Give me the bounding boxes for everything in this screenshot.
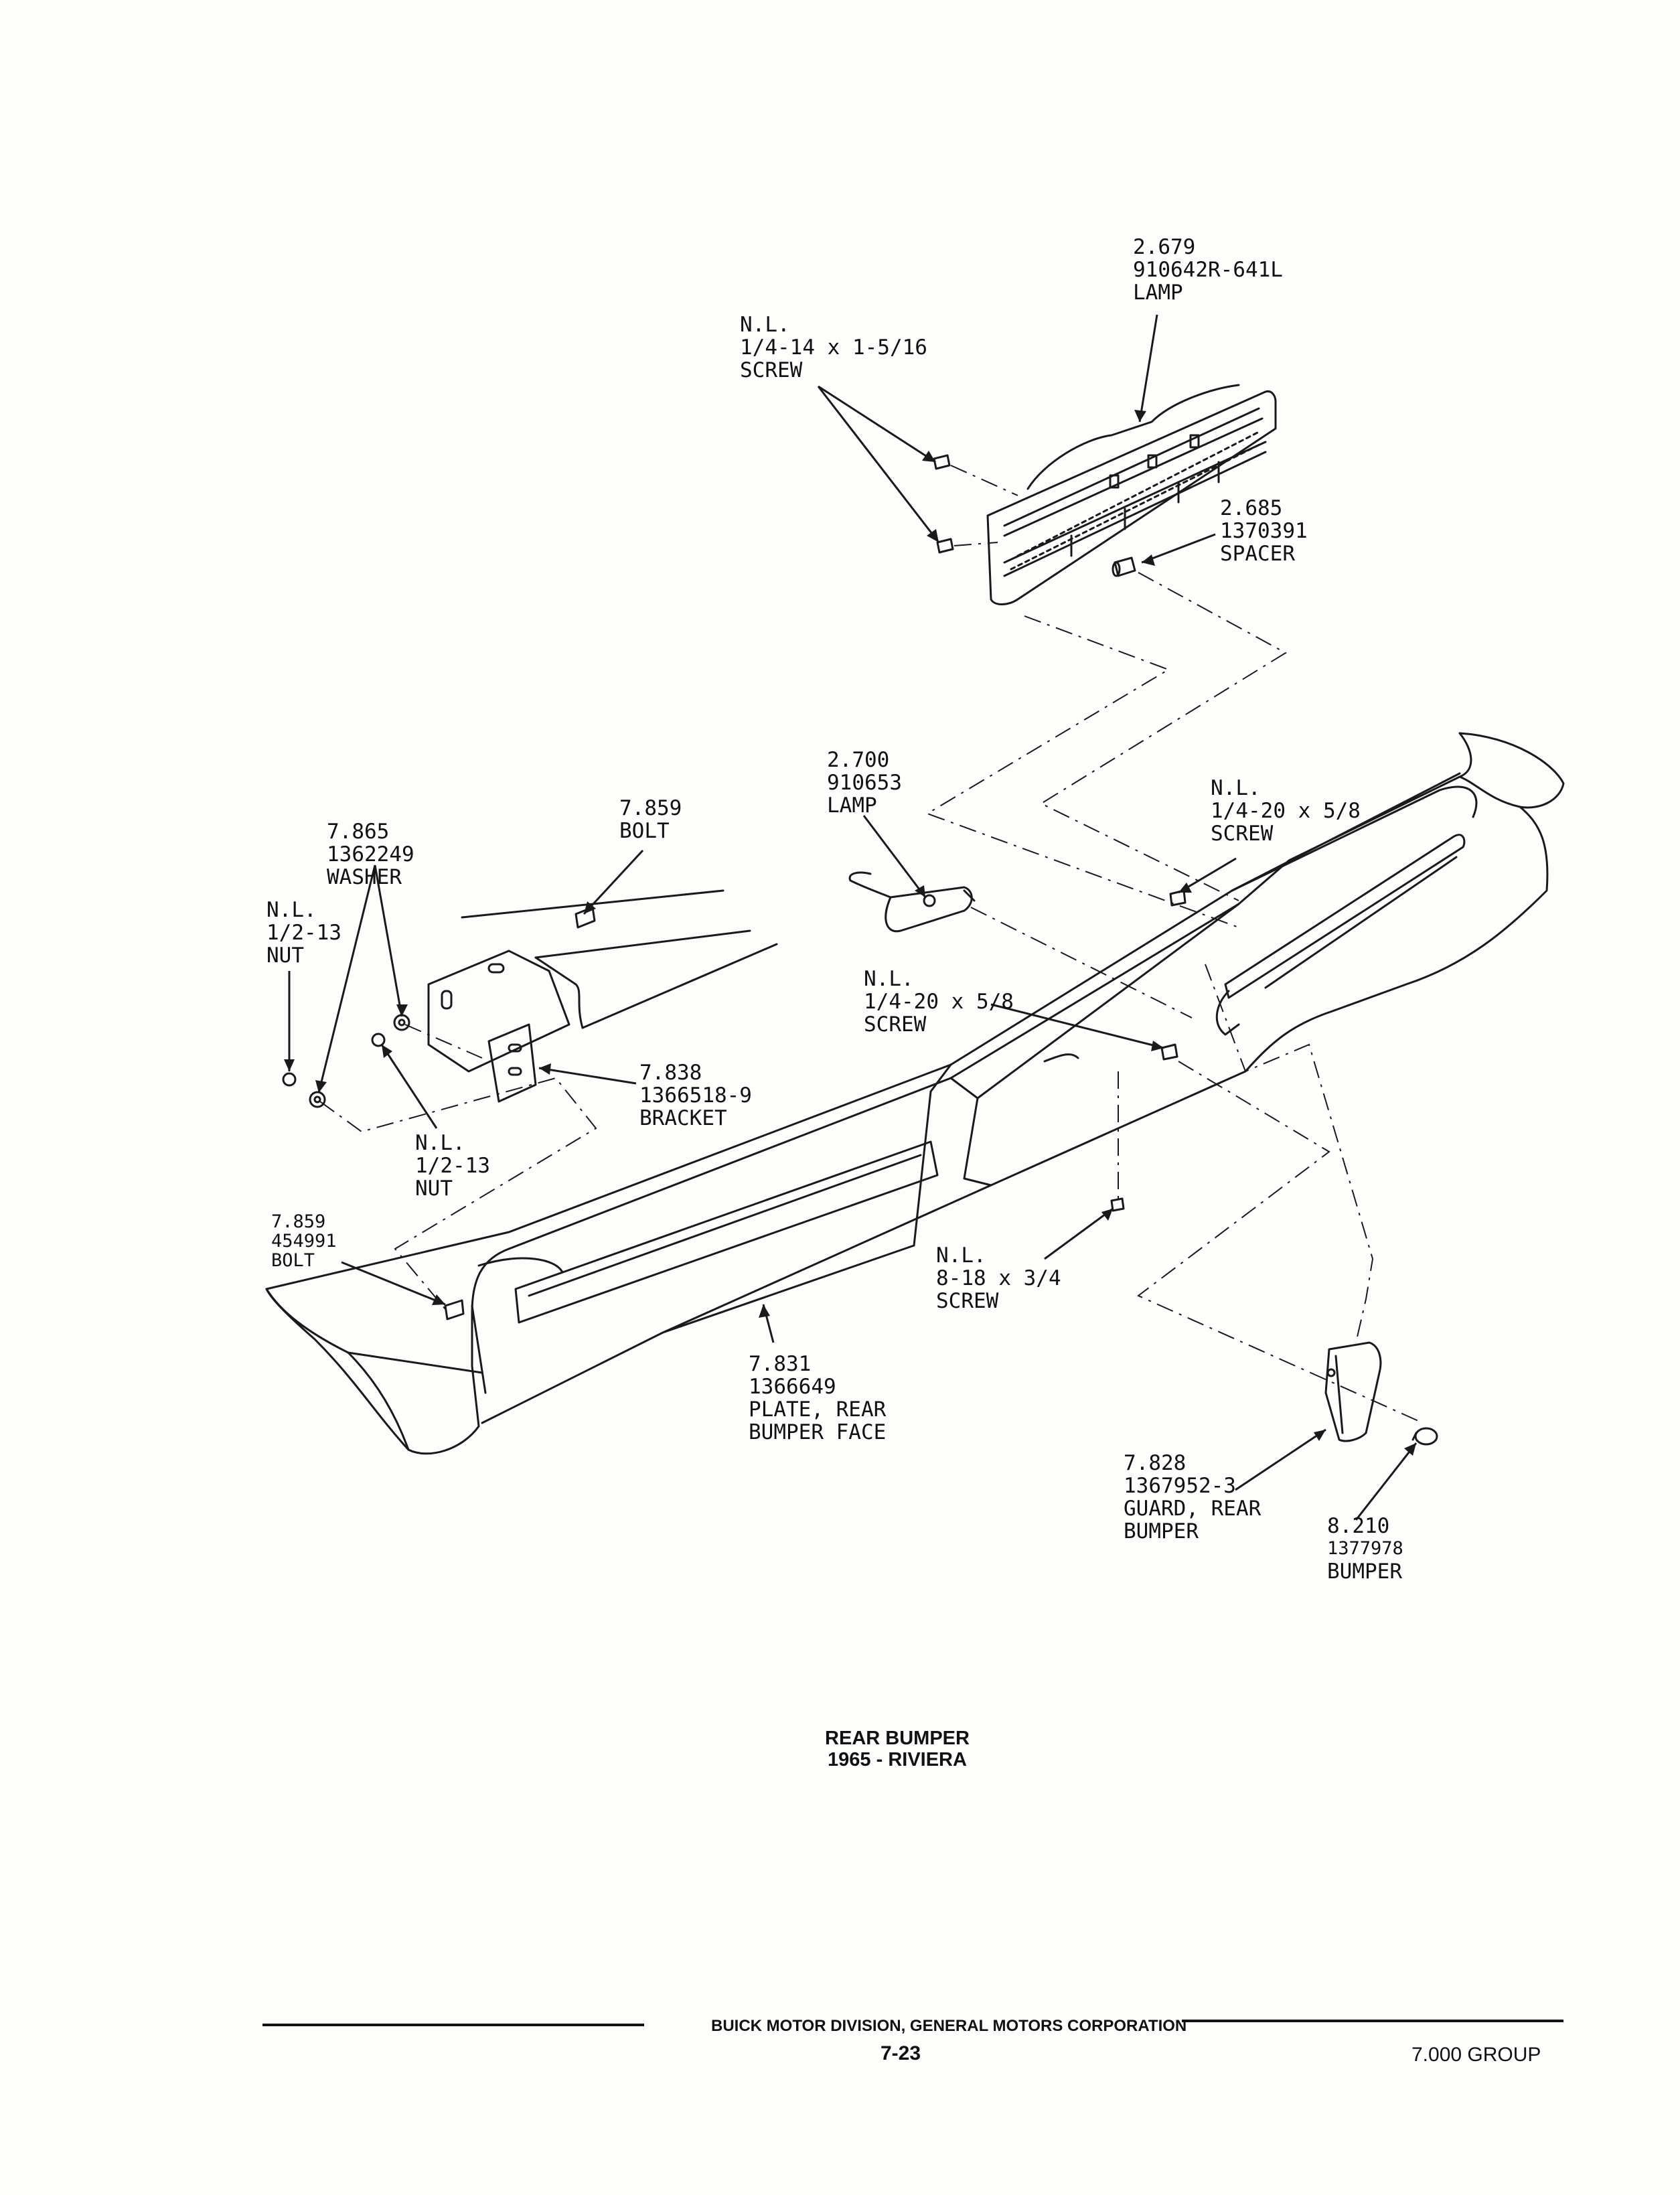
- figure-caption: REAR BUMPER 1965 - RIVIERA: [757, 1728, 1038, 1770]
- leader-screw-small: [1044, 1207, 1114, 1260]
- assembly-line-5: [970, 907, 1193, 1018]
- callout-bumper-pad: 8.210 1377978 BUMPER: [1327, 1514, 1403, 1584]
- assembly-line-10: [1205, 964, 1374, 1343]
- leader-bolt-top: [583, 849, 644, 915]
- leader-small-lamp: [862, 815, 927, 898]
- assembly-line-7: [1137, 1061, 1424, 1424]
- assembly-line-9: [404, 1024, 483, 1059]
- assembly-line-3: [925, 615, 1239, 928]
- callout-face-plate: 7.831 1366649 PLATE, REAR BUMPER FACE: [749, 1352, 887, 1444]
- callout-nut-lower: N.L. 1/2-13 NUT: [415, 1131, 490, 1201]
- caption-title: REAR BUMPER: [825, 1728, 970, 1749]
- assembly-line-4: [1039, 572, 1287, 901]
- spacer-part: [1112, 556, 1136, 577]
- rear-guard-part: [1324, 1341, 1382, 1442]
- callout-nut-left: N.L. 1/2-13 NUT: [266, 898, 341, 968]
- footer-rule-right: [1182, 2020, 1563, 2022]
- footer-corporation: BUICK MOTOR DIVISION, GENERAL MOTORS COR…: [711, 2017, 1187, 2035]
- mounting-bracket: [427, 950, 570, 1103]
- callout-bolt-top: 7.859 BOLT: [619, 796, 682, 843]
- leader-spacer: [1141, 533, 1216, 564]
- leader-bracket: [538, 1067, 637, 1085]
- callout-bolt-left: 7.859 454991 BOLT: [271, 1211, 337, 1271]
- leader-washer-a: [374, 864, 403, 1017]
- callout-bracket: 7.838 1366518-9 BRACKET: [639, 1061, 752, 1130]
- bumper-pad-part: [1411, 1427, 1438, 1446]
- leader-bumper-pad: [1355, 1442, 1418, 1521]
- leader-main-lamp: [1138, 314, 1158, 423]
- callout-lamp-screw: N.L. 1/4-14 x 1-5/16 SCREW: [740, 313, 927, 382]
- assembly-line-1: [950, 465, 1018, 496]
- leader-bolt-left: [341, 1261, 446, 1306]
- footer-group: 7.000 GROUP: [1411, 2044, 1541, 2066]
- callout-screw-mid: N.L. 1/4-20 x 5/8 SCREW: [864, 967, 1014, 1037]
- callout-screw-small: N.L. 8-18 x 3/4 SCREW: [936, 1243, 1061, 1313]
- leader-screw-lower: [817, 386, 940, 543]
- leader-washer-b: [317, 864, 376, 1093]
- callout-main-lamp: 2.679 910642R-641L LAMP: [1133, 235, 1283, 305]
- tail-lamp-assembly: [986, 384, 1277, 605]
- assembly-line-8: [319, 1077, 597, 1310]
- leader-screw-upper: [818, 385, 936, 463]
- leader-nut-lower: [380, 1044, 438, 1129]
- footer-rule-left: [262, 2024, 644, 2026]
- license-lamp: [848, 871, 976, 933]
- callout-screw-right: N.L. 1/4-20 x 5/8 SCREW: [1211, 776, 1361, 846]
- callout-washer: 7.865 1362249 WASHER: [327, 820, 414, 889]
- frame-rail: [461, 889, 778, 1029]
- caption-subtitle: 1965 - RIVIERA: [828, 1749, 967, 1770]
- leader-screw-mid: [990, 1003, 1164, 1049]
- assembly-line-2: [953, 542, 998, 546]
- footer-page-number: 7-23: [881, 2042, 921, 2064]
- callout-small-lamp: 2.700 910653 LAMP: [827, 748, 902, 818]
- callout-guard: 7.828 1367952-3 GUARD, REAR BUMPER: [1124, 1451, 1262, 1543]
- bumper-bar: [265, 732, 1565, 1455]
- callout-spacer: 2.685 1370391 SPACER: [1220, 496, 1308, 566]
- leader-guard: [1235, 1428, 1326, 1491]
